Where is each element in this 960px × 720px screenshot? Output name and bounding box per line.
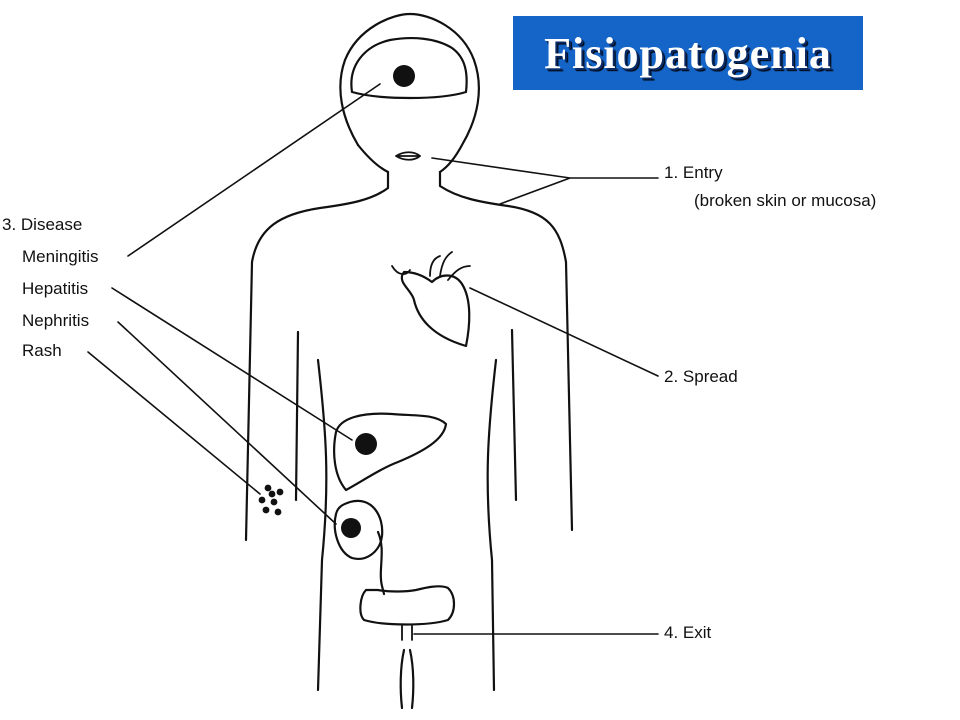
arm-inner-left <box>294 330 300 502</box>
bladder-outline <box>359 585 456 626</box>
title-banner: Fisiopatogenia <box>513 16 863 90</box>
torso-left-outline <box>244 170 390 542</box>
label-hepatitis: Hepatitis <box>22 279 88 298</box>
leader-rash <box>87 351 261 495</box>
waist-left <box>316 358 328 692</box>
brain-infection-dot <box>393 65 415 87</box>
label-entry-detail: (broken skin or mucosa) <box>694 191 876 210</box>
label-exit: 4. Exit <box>664 623 712 642</box>
torso-right-outline <box>438 170 574 532</box>
liver-infection-dot <box>355 433 377 455</box>
leader-meningitis <box>127 83 381 257</box>
urethra <box>401 625 413 641</box>
leg-right <box>408 648 415 710</box>
heart-outline <box>400 270 471 348</box>
mouth-icon <box>395 151 421 161</box>
label-disease: 3. Disease <box>2 215 82 234</box>
liver-outline <box>333 412 448 492</box>
head-outline <box>339 12 480 174</box>
kidney-infection-dot <box>341 518 361 538</box>
page-title: Fisiopatogenia <box>544 28 832 78</box>
leader-entry <box>431 157 659 205</box>
label-meningitis: Meningitis <box>22 247 99 266</box>
label-nephritis: Nephritis <box>22 311 89 330</box>
arm-inner-right <box>510 328 518 502</box>
leader-nephritis <box>117 321 337 525</box>
chin-outline <box>356 143 390 174</box>
leader-hepatitis <box>111 287 353 441</box>
leader-lines <box>87 83 659 635</box>
waist-right <box>486 358 498 692</box>
leader-spread <box>469 287 659 377</box>
ureter <box>376 530 386 596</box>
label-spread: 2. Spread <box>664 367 738 386</box>
label-entry: 1. Entry <box>664 163 723 182</box>
kidney-outline <box>333 499 384 560</box>
heart-vessels <box>391 251 471 281</box>
brain-outline <box>350 36 468 100</box>
label-rash: Rash <box>22 341 62 360</box>
rash-icon <box>258 484 284 516</box>
leg-left <box>399 648 406 710</box>
